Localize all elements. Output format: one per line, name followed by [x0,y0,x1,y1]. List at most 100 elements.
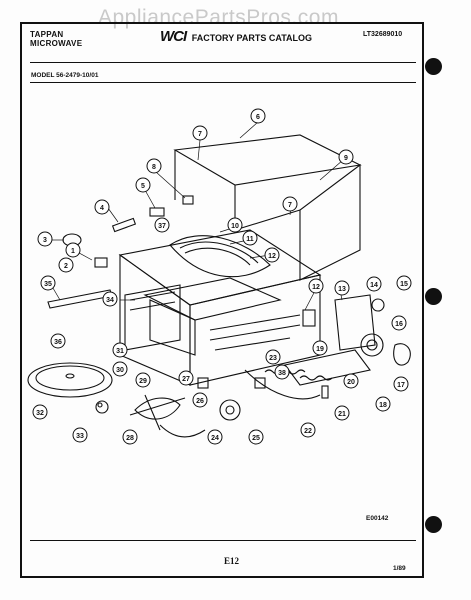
svg-text:36: 36 [54,339,62,346]
callout-7a: 7 [192,125,208,141]
binder-hole-bottom [425,516,442,533]
callout-25: 25 [248,429,264,445]
callout-3: 3 [37,231,53,247]
callout-16: 16 [391,315,407,331]
svg-text:19: 19 [316,346,324,353]
callout-bubbles: 6 7 9 8 5 7 4 37 10 3 11 1 12 2 35 12 13… [32,108,412,445]
revision-date: 1/89 [393,565,406,572]
svg-text:5: 5 [141,183,145,190]
svg-text:7: 7 [198,131,202,138]
catalog-title-block: WCI FACTORY PARTS CATALOG [160,28,312,45]
callout-14: 14 [366,276,382,292]
callout-23: 23 [265,349,281,365]
svg-text:26: 26 [196,398,204,405]
callout-20: 20 [343,373,359,389]
svg-text:10: 10 [231,223,239,230]
svg-text:22: 22 [304,428,312,435]
svg-text:33: 33 [76,433,84,440]
callout-9: 9 [338,149,354,165]
callout-5: 5 [135,177,151,193]
svg-text:13: 13 [338,286,346,293]
callout-2: 2 [58,257,74,273]
wci-logo-icon: WCI [160,28,187,45]
callout-18: 18 [375,396,391,412]
svg-text:11: 11 [246,236,254,243]
svg-text:2: 2 [64,263,68,270]
brand-block: TAPPAN MICROWAVE [30,30,82,48]
callout-13: 13 [334,280,350,296]
callout-19: 19 [312,340,328,356]
callout-37: 37 [154,217,170,233]
leader-lines [49,121,344,311]
svg-text:21: 21 [338,411,346,418]
callout-32: 32 [32,404,48,420]
callout-36: 36 [50,333,66,349]
model-number: MODEL 56-2479-10/01 [31,72,99,79]
callout-24: 24 [207,429,223,445]
svg-text:8: 8 [152,164,156,171]
brand-line-2: MICROWAVE [30,39,83,48]
header-rule [30,62,416,63]
callout-38: 38 [274,364,290,380]
figure-code: E00142 [366,515,389,522]
callout-27: 27 [178,370,194,386]
svg-text:20: 20 [347,379,355,386]
callout-26: 26 [192,392,208,408]
svg-text:32: 32 [36,410,44,417]
catalog-title: FACTORY PARTS CATALOG [191,33,313,43]
svg-text:28: 28 [126,435,134,442]
callout-34: 34 [102,291,118,307]
svg-text:14: 14 [370,282,378,289]
svg-text:6: 6 [256,114,260,121]
svg-text:7: 7 [288,202,292,209]
svg-text:30: 30 [116,367,124,374]
page-frame [20,22,424,578]
svg-text:15: 15 [400,281,408,288]
callout-17: 17 [393,376,409,392]
svg-text:31: 31 [116,348,124,355]
svg-text:12: 12 [312,284,320,291]
svg-text:27: 27 [182,376,190,383]
callout-22: 22 [300,422,316,438]
page-number: E12 [224,556,240,566]
svg-text:18: 18 [379,402,387,409]
svg-text:23: 23 [269,355,277,362]
svg-text:35: 35 [44,281,52,288]
svg-text:1: 1 [71,248,75,255]
callout-7b: 7 [282,196,298,212]
svg-text:12: 12 [268,253,276,260]
callout-8: 8 [146,158,162,174]
svg-text:38: 38 [278,370,286,377]
svg-text:34: 34 [106,297,114,304]
svg-text:24: 24 [211,435,219,442]
callout-21: 21 [334,405,350,421]
callout-6: 6 [250,108,266,124]
model-rule [30,82,416,83]
footer-rule [30,540,416,541]
svg-text:9: 9 [344,155,348,162]
callout-33: 33 [72,427,88,443]
brand-line-1: TAPPAN [30,30,64,39]
callout-10: 10 [227,217,243,233]
callout-4: 4 [94,199,110,215]
callout-35: 35 [40,275,56,291]
callout-11: 11 [242,230,258,246]
callout-1: 1 [65,242,81,258]
cabinet-drawing [27,134,411,438]
svg-text:16: 16 [395,321,403,328]
svg-text:4: 4 [100,205,104,212]
binder-hole-middle [425,288,442,305]
svg-text:37: 37 [158,223,166,230]
svg-text:29: 29 [139,378,147,385]
callout-15: 15 [396,275,412,291]
callout-29: 29 [135,372,151,388]
doc-number: LT32689010 [363,31,403,38]
svg-text:17: 17 [397,382,405,389]
callout-12a: 12 [264,247,280,263]
callout-31: 31 [112,342,128,358]
callout-28: 28 [122,429,138,445]
callout-30: 30 [112,361,128,377]
svg-text:3: 3 [43,237,47,244]
